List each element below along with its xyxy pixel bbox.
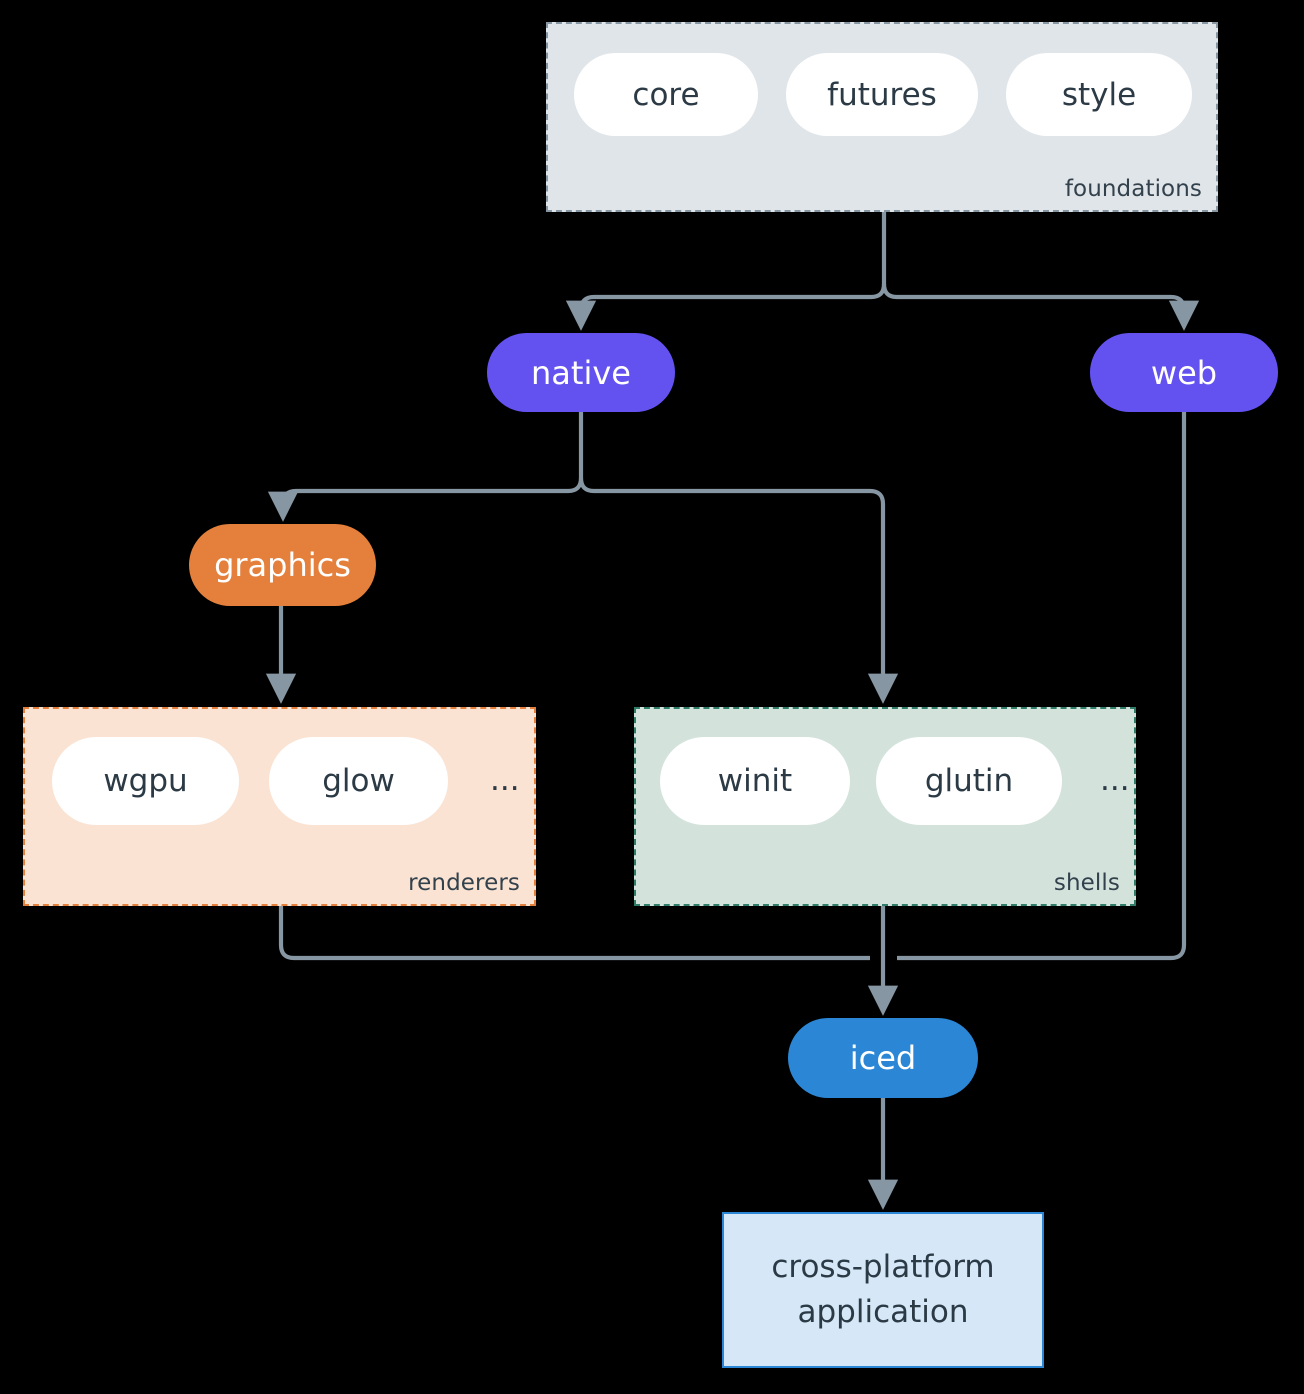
group-foundations: core futures style foundations: [546, 22, 1218, 212]
edge-native-to-graphics: [267, 477, 584, 522]
edge-native-to-shells: [578, 477, 899, 704]
node-cross-platform-application[interactable]: cross-platform application: [722, 1212, 1044, 1368]
group-renderers: wgpu glow ... renderers: [23, 707, 536, 906]
pill-glutin[interactable]: glutin: [876, 737, 1062, 825]
renderers-pill-row: wgpu glow ...: [52, 737, 530, 825]
node-iced[interactable]: iced: [788, 1018, 978, 1098]
pill-core[interactable]: core: [574, 53, 758, 136]
pill-style[interactable]: style: [1006, 53, 1192, 136]
shells-pill-row: winit glutin ...: [660, 737, 1140, 825]
shells-more-ellipsis: ...: [1100, 762, 1130, 799]
group-label-shells: shells: [1053, 870, 1120, 896]
pill-futures[interactable]: futures: [786, 53, 978, 136]
group-label-renderers: renderers: [408, 870, 520, 896]
foundations-pill-row: core futures style: [574, 53, 1192, 136]
edge-renderers-to-iced: [278, 906, 870, 961]
pill-glow[interactable]: glow: [269, 737, 448, 825]
group-label-foundations: foundations: [1064, 176, 1202, 202]
application-line-1: cross-platform: [771, 1249, 995, 1286]
application-line-2: application: [797, 1294, 969, 1330]
node-web[interactable]: web: [1090, 333, 1278, 412]
pill-wgpu[interactable]: wgpu: [52, 737, 239, 825]
pill-winit[interactable]: winit: [660, 737, 850, 825]
edge-foundations-to-native: [565, 283, 887, 331]
node-graphics[interactable]: graphics: [189, 524, 376, 606]
renderers-more-ellipsis: ...: [490, 762, 520, 799]
node-native[interactable]: native: [487, 333, 675, 412]
group-shells: winit glutin ... shells: [634, 707, 1136, 906]
edge-foundations-to-web: [881, 283, 1200, 331]
